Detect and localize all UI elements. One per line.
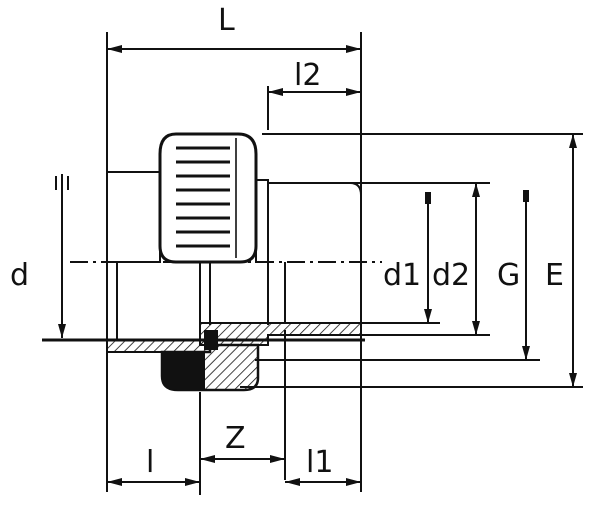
label-l: l <box>146 445 154 480</box>
section-hatch-left <box>106 339 211 353</box>
d-dimension <box>55 174 69 338</box>
label-d1: d1 <box>383 258 421 293</box>
dimension-lines-vertical <box>424 134 577 387</box>
dimension-lines-horizontal <box>107 45 361 486</box>
label-E: E <box>545 258 564 293</box>
union-fitting <box>106 132 362 392</box>
label-G: G <box>497 258 520 293</box>
section-seal-black <box>162 352 205 390</box>
label-Z: Z <box>225 421 246 456</box>
labels: L l2 d d1 d2 G E l Z l1 <box>10 3 564 480</box>
label-l2: l2 <box>294 58 321 93</box>
nut-knurling <box>176 146 230 248</box>
union-nut <box>158 132 258 264</box>
label-L: L <box>218 3 235 38</box>
label-l1: l1 <box>306 445 333 480</box>
section-hatch-right <box>199 322 362 346</box>
label-d: d <box>10 258 29 293</box>
label-d2: d2 <box>432 258 470 293</box>
